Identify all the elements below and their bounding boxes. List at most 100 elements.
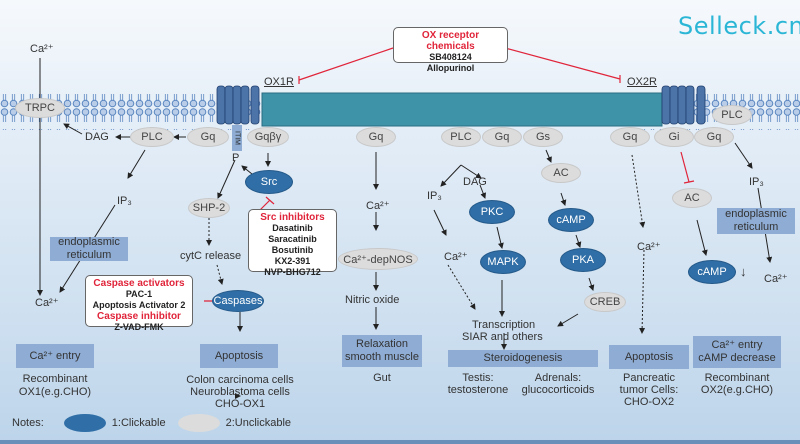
trpc-node: TRPC [15,98,65,118]
ox-chemicals-title: OX receptor chemicals [421,30,480,52]
outcome-line: tumor Cells: [619,384,679,396]
gq-node: Gq [187,127,229,147]
decrease-arrow-icon: ↓ [740,264,747,279]
box-line: Relaxation [356,338,408,350]
camp-node[interactable]: cAMP [548,208,594,232]
adrenals-text: Adrenals: glucocorticoids [515,372,601,396]
src-inhibitor-item[interactable]: NVP-BHG712 [264,267,321,277]
ac-node: AC [672,188,712,208]
itim-label: ITIM [232,125,242,151]
creb-node: CREB [584,292,626,312]
endoplasmic-reticulum-box: endoplasmic reticulum [50,236,128,261]
caspases-node[interactable]: Caspases [212,290,264,312]
outcome-line: Adrenals: [534,372,582,384]
brand-logo[interactable]: Selleck.cn [678,12,800,40]
apoptosis-box: Apoptosis [609,345,689,369]
siar-label: SIAR and others [462,331,543,343]
ca-label: Ca²⁺ [30,43,54,55]
box-line: Ca²⁺ entry [29,349,81,362]
ox-chemical-item[interactable]: Allopurinol [426,63,475,73]
caspase-activators-title: Caspase activators [93,278,185,289]
dag-label: DAG [463,176,487,188]
caspase-inhibitor-item[interactable]: Z-VAD-FMK [114,322,164,332]
src-inhibitor-item[interactable]: Dasatinib [272,223,313,233]
box-line: reticulum [733,221,779,233]
caspase-activator-item[interactable]: PAC-1 [125,289,153,299]
colon-carcinoma-text: Colon carcinoma cells Neuroblastoma cell… [182,374,298,410]
pkc-node[interactable]: PKC [469,200,515,224]
ca-entry-box: Ca²⁺ entry [16,344,94,368]
shp2-node: SHP-2 [188,198,230,218]
apoptosis-box: Apoptosis [200,344,278,368]
ox1r-receptor [216,85,260,125]
outcome-line: testosterone [447,384,509,396]
ox2r-receptor [661,85,706,125]
transcription-label: Transcription [472,319,536,331]
outcome-line: Recombinant [22,373,88,385]
box-line: Steroidogenesis [483,352,563,364]
ca-depnos-node: Ca²⁺-depNOS [338,248,418,270]
src-inhibitors-callout: Src inhibitors Dasatinib Saracatinib Bos… [248,209,337,277]
src-node[interactable]: Src [245,170,293,194]
caspase-callout: Caspase activators PAC-1 Apoptosis Activ… [85,275,193,332]
legend-clickable: 1:Clickable [111,417,166,429]
src-inhibitor-item[interactable]: Bosutinib [271,245,314,255]
ca-label: Ca²⁺ [764,273,788,285]
outcome-line: OX1(e.g.CHO) [18,386,92,398]
ox1r-label: OX1R [264,76,294,88]
pka-node[interactable]: PKA [560,248,606,272]
bottom-border [0,440,800,444]
caspase-activator-item[interactable]: Apoptosis Activator 2 [92,300,186,310]
box-line: reticulum [66,249,112,261]
outcome-line: CHO-OX1 [214,398,266,410]
src-inhibitor-item[interactable]: Saracatinib [268,234,317,244]
outcome-line: glucocorticoids [521,384,595,396]
camp-node[interactable]: cAMP [688,260,736,284]
box-line: Apoptosis [214,349,264,362]
gq-node: Gq [610,127,650,147]
ac-node: AC [541,163,581,183]
ca-label: Ca²⁺ [35,297,59,309]
pancreatic-text: Pancreatic tumor Cells: CHO-OX2 [610,372,688,408]
box-line: cAMP decrease [698,352,776,364]
outcome-line: Neuroblastoma cells [190,386,290,398]
ip3-label: IP₃ [117,195,132,207]
gq-node: Gq [694,127,734,147]
steroidogenesis-box: Steroidogenesis [448,350,598,367]
outcome-line: OX2(e.g.CHO) [700,384,774,396]
legend-unclickable: 2:Unclickable [225,417,292,429]
outcome-line: Colon carcinoma cells [186,374,294,386]
box-line: Ca²⁺ entry [711,339,763,351]
gqby-node: Gqβγ [247,127,289,147]
unclickable-swatch-icon [177,414,220,432]
ox-chemical-item[interactable]: SB408124 [429,52,472,62]
nitric-oxide-label: Nitric oxide [345,294,400,306]
caspase-inhibitor-title: Caspase inhibitor [97,311,181,322]
plc-node: PLC [130,127,174,147]
gut-text: Gut [362,372,402,384]
legend-title: Notes: [12,417,44,429]
plc-node: PLC [441,127,481,147]
box-line: endoplasmic [725,208,787,220]
recombinant-ox1-text: Recombinant OX1(e.g.CHO) [14,373,96,399]
cytc-release-label: cytC release [180,250,242,262]
ip3-label: IP₃ [427,190,442,202]
src-inhibitor-item[interactable]: KX2-391 [274,256,311,266]
mapk-node[interactable]: MAPK [480,250,526,274]
endoplasmic-reticulum-box: endoplasmic reticulum [717,208,795,234]
src-inhibitors-title: Src inhibitors [260,212,325,223]
outcome-line: Testis: [462,372,494,384]
gq-node: Gq [482,127,522,147]
gs-node: Gs [523,127,563,147]
ip3-label: IP₃ [749,176,764,188]
ox-chemicals-callout: OX receptor chemicals SB408124 Allopurin… [393,27,508,73]
legend: Notes: 1:Clickable 2:Unclickable [12,414,291,432]
testis-text: Testis: testosterone [446,372,510,396]
ca-label: Ca²⁺ [366,200,390,212]
plc-node: PLC [712,105,752,125]
recombinant-ox2-text: Recombinant OX2(e.g.CHO) [694,372,780,396]
gq-node: Gq [356,127,396,147]
orexin-bar [261,92,663,127]
outcome-line: Pancreatic [623,372,675,384]
